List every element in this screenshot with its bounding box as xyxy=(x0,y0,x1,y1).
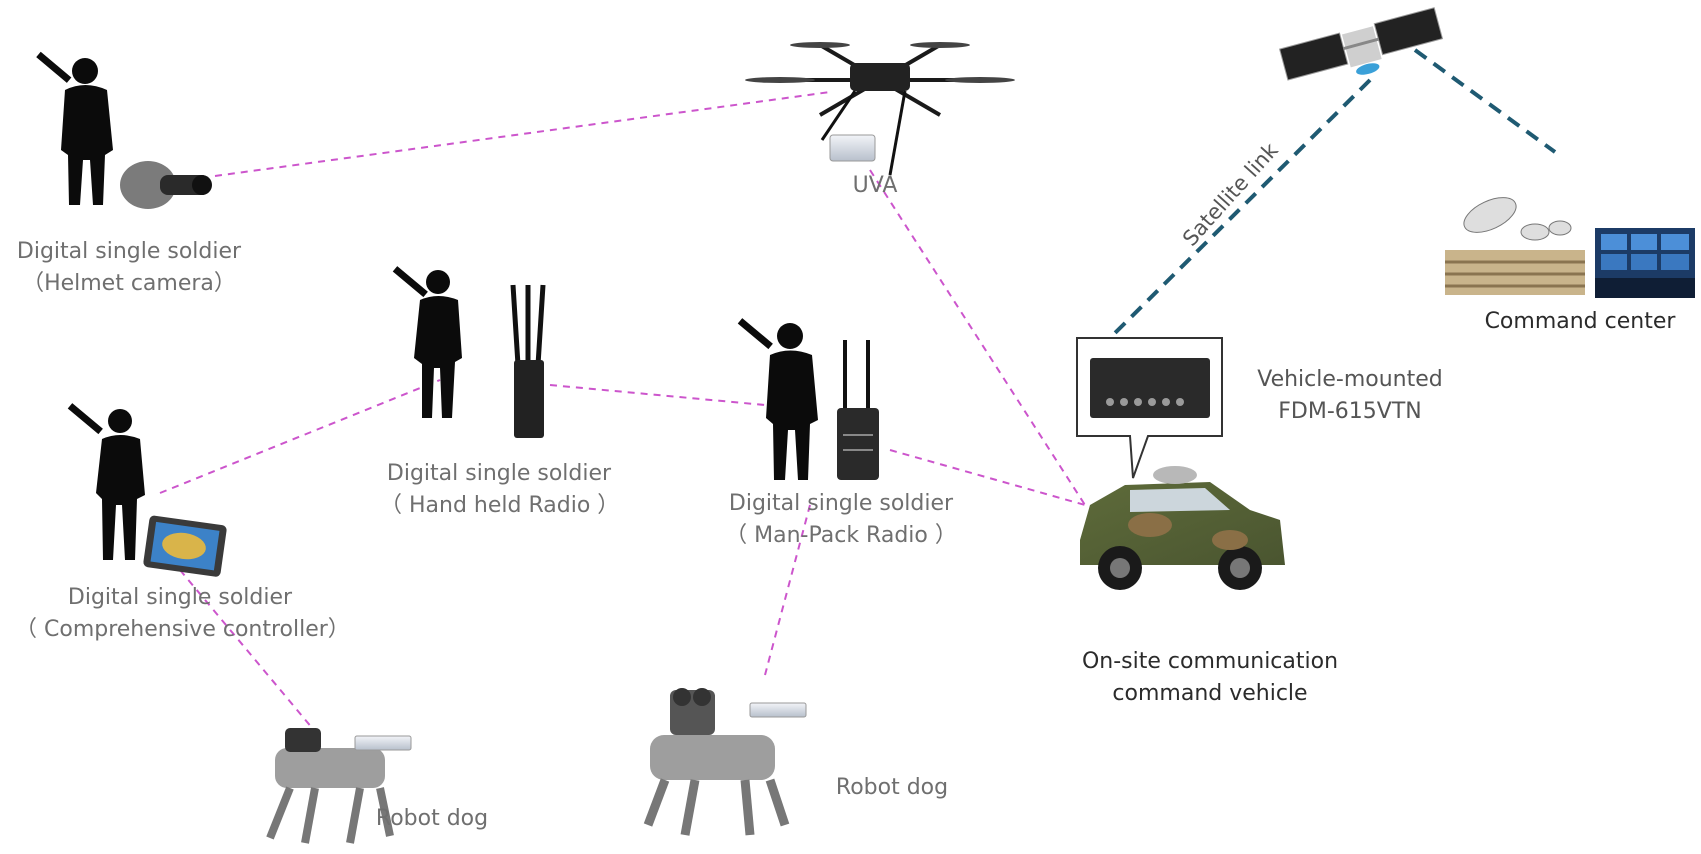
satellite xyxy=(1279,7,1444,81)
satellite-links xyxy=(1113,48,1557,335)
link-controller-handheld xyxy=(159,379,441,494)
link-helmet-uav xyxy=(214,91,831,177)
uav-drone xyxy=(745,42,1015,176)
label-robot-dog-1: Robot dog xyxy=(372,803,492,835)
label-line1: Digital single soldier xyxy=(386,461,612,486)
label-line1: Vehicle-mounted xyxy=(1257,367,1443,392)
soldier-controller-figure xyxy=(67,403,145,560)
label-line2: （ Man-Pack Radio ） xyxy=(725,523,957,548)
label-line1: UVA xyxy=(852,173,898,198)
command-center-building xyxy=(1445,197,1585,295)
satellite-link-command xyxy=(1413,48,1557,154)
robot-dog-1 xyxy=(266,728,412,844)
label-soldier-manpack: Digital single soldier （ Man-Pack Radio … xyxy=(722,488,960,552)
label-line2: command vehicle xyxy=(1112,681,1308,706)
label-line1: Digital single soldier xyxy=(67,585,293,610)
label-uav: UVA xyxy=(840,170,910,202)
link-uav-vehicle xyxy=(869,169,1086,506)
vehicle-device-callout xyxy=(1076,337,1223,479)
label-line2: （Helmet camera） xyxy=(22,271,236,296)
command-vehicle xyxy=(1080,466,1285,590)
label-line1: Robot dog xyxy=(835,775,949,800)
label-robot-dog-2: Robot dog xyxy=(832,772,952,804)
command-center-screens xyxy=(1595,228,1695,298)
satellite-link-vehicle xyxy=(1113,78,1372,335)
label-line1: Digital single soldier xyxy=(728,491,954,516)
label-line2: （ Hand held Radio ） xyxy=(380,493,620,518)
label-line2: （ Comprehensive controller） xyxy=(15,617,350,642)
label-vehicle: On-site communication command vehicle xyxy=(1070,646,1350,710)
label-soldier-handheld: Digital single soldier （ Hand held Radio… xyxy=(380,458,620,522)
label-line1: Robot dog xyxy=(375,806,489,831)
label-line1: Digital single soldier xyxy=(16,239,242,264)
helmet-camera-device xyxy=(120,161,212,209)
soldier-helmet-figure xyxy=(36,51,113,205)
label-soldier-helmet: Digital single soldier （Helmet camera） xyxy=(10,236,248,300)
soldier-handheld-figure xyxy=(392,266,462,418)
soldier-manpack-figure xyxy=(737,318,818,480)
link-manpack-dog2 xyxy=(764,504,811,676)
label-soldier-controller: Digital single soldier （ Comprehensive c… xyxy=(15,582,350,646)
manpack-radio-device xyxy=(837,340,879,480)
label-command-center: Command center xyxy=(1470,306,1690,338)
label-vehicle-device: Vehicle-mounted FDM-615VTN xyxy=(1240,364,1460,428)
handheld-radio-device xyxy=(510,284,546,438)
label-line1: Command center xyxy=(1484,309,1676,334)
comprehensive-controller-device xyxy=(143,515,227,577)
robot-dog-2 xyxy=(643,688,807,836)
label-line1: On-site communication xyxy=(1081,649,1339,674)
link-controller-dog1 xyxy=(179,569,319,736)
fdm-615vtn-device xyxy=(1090,358,1210,418)
links xyxy=(159,91,1086,736)
label-line2: FDM-615VTN xyxy=(1278,399,1422,424)
link-handheld-manpack xyxy=(549,384,766,406)
